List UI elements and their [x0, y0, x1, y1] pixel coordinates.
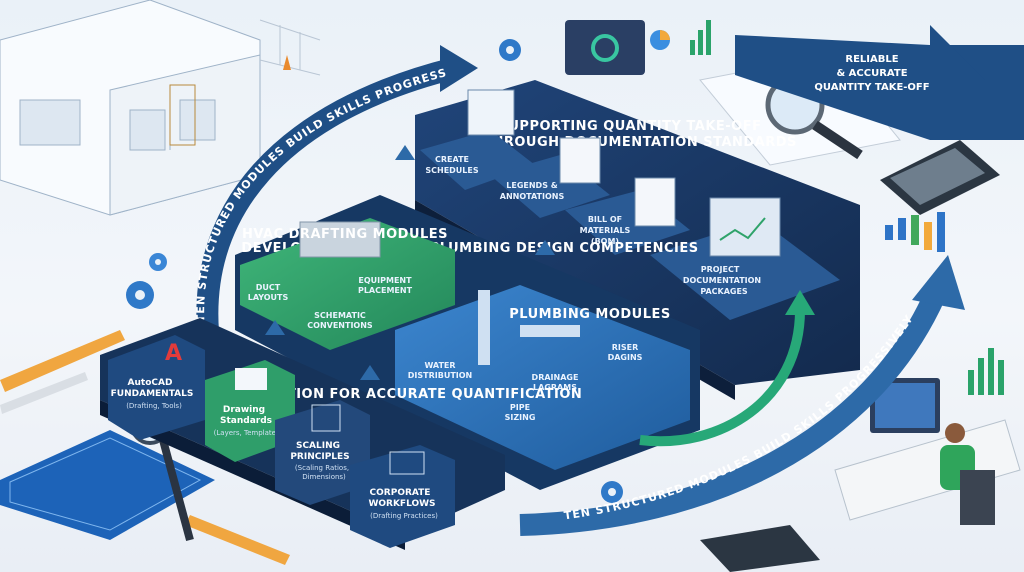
- module-drawing-line-1: Drawing: [223, 405, 265, 415]
- module-corporate-sub: (Drafting Practices): [370, 512, 438, 520]
- module-corporate-line-1: CORPORATE: [370, 488, 431, 498]
- plumbing-item-riser-line-2: DAGINS: [608, 353, 643, 362]
- hvac-item-equipment-line-2: PLACEMENT: [358, 286, 413, 295]
- hvac-item-duct-line-1: DUCT: [256, 283, 281, 292]
- plumbing-item-water-line-2: DISTRIBUTION: [408, 371, 473, 380]
- hvac-item-equipment-line-1: EQUIPMENT: [358, 276, 412, 285]
- module-scaling-line-2: PRINCIPLES: [290, 452, 349, 462]
- up-arrow-4: [395, 145, 415, 160]
- tier-3-title-line-2: THROUGH DOCUMENTATION STANDARDS: [483, 135, 797, 150]
- module-legends-line-1: LEGENDS &: [506, 181, 557, 190]
- module-project-docs-line-3: PACKAGES: [700, 287, 748, 296]
- plumbing-item-pipe-line-1: PIPE: [510, 403, 530, 412]
- banner-line-1: RELIABLE: [845, 54, 898, 65]
- module-bom-line-1: BILL OF: [588, 215, 622, 224]
- module-autocad-sub: (Drafting, Tools): [126, 402, 182, 410]
- plumbing-item-pipe-line-2: SIZING: [505, 413, 536, 422]
- module-scaling-sub-1: (Scaling Ratios,: [295, 464, 349, 472]
- module-drawing-line-2: Standards: [220, 416, 272, 426]
- banner-line-3: QUANTITY TAKE-OFF: [814, 82, 929, 93]
- plumbing-item-drainage-line-1: DRAINAGE: [532, 373, 579, 382]
- module-autocad-line-1: AutoCAD: [128, 378, 173, 388]
- module-create-schedules-line-1: CREATE: [435, 155, 469, 164]
- module-scaling-sub-2: Dimensions): [302, 473, 346, 481]
- plumbing-item-water-line-1: WATER: [424, 361, 455, 370]
- banner-line-2: & ACCURATE: [836, 68, 907, 79]
- module-project-docs-line-2: DOCUMENTATION: [683, 276, 761, 285]
- plumbing-title: PLUMBING MODULES: [509, 307, 671, 322]
- module-project-docs-line-1: PROJECT: [701, 265, 740, 274]
- module-autocad-line-2: FUNDAMENTALS: [111, 389, 194, 399]
- hvac-item-schematic-line-1: SCHEMATIC: [314, 311, 366, 320]
- module-drawing-sub: (Layers, Templates): [214, 429, 283, 437]
- hvac-item-duct-line-2: LAYOUTS: [248, 293, 289, 302]
- hvac-title: HVAC DRAFTING MODULES: [242, 227, 448, 242]
- hvac-item-schematic-line-2: CONVENTIONS: [307, 321, 373, 330]
- tier-3-title-line-1: SUPPORTING QUANTITY TAKE-OFF: [499, 119, 762, 134]
- module-bom-line-2: MATERIALS: [580, 226, 631, 235]
- result-banner: RELIABLE & ACCURATE QUANTITY TAKE-OFF: [735, 25, 1024, 140]
- module-scaling-line-1: SCALING: [296, 441, 340, 451]
- module-corporate-line-2: WORKFLOWS: [368, 499, 435, 509]
- autocad-logo-icon: A: [165, 341, 182, 366]
- module-create-schedules-line-2: SCHEDULES: [425, 166, 478, 175]
- plumbing-item-riser-line-1: RISER: [612, 343, 639, 352]
- module-legends-line-2: ANNOTATIONS: [500, 192, 565, 201]
